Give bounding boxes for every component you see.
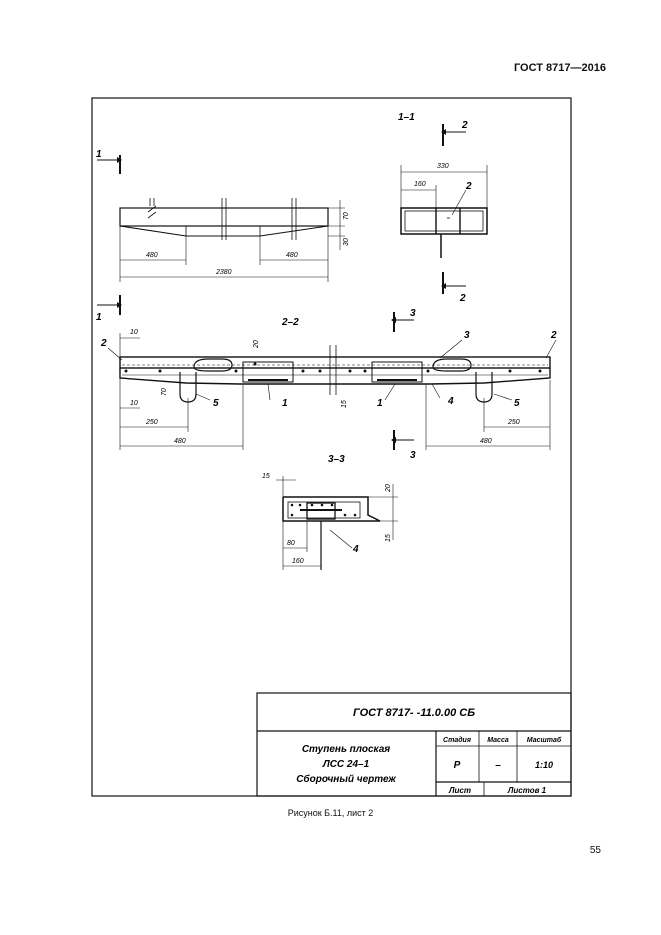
section-mark-3-bottom-label: 3 <box>410 450 416 461</box>
dim-20-main: 20 <box>253 340 260 349</box>
dim-10-bottom: 10 <box>130 400 138 407</box>
callout-5-left: 5 <box>213 398 219 409</box>
callout-4-section33: 4 <box>352 544 359 555</box>
main-section-view <box>107 333 557 450</box>
section-mark-1-top <box>97 155 122 174</box>
callout-1-left: 1 <box>282 398 288 409</box>
dim-330: 330 <box>437 163 449 170</box>
section-mark-2-top-label: 2 <box>461 120 468 131</box>
dim-250-left: 250 <box>145 419 158 426</box>
section-mark-2-top <box>441 124 466 146</box>
figure-caption: Рисунок Б.11, лист 2 <box>287 808 374 818</box>
section-mark-3-bottom <box>391 430 414 450</box>
dim-10-top: 10 <box>130 329 138 336</box>
section-mark-3-top-label: 3 <box>410 308 416 319</box>
section-1-1-view <box>400 165 488 258</box>
dim-250-right: 250 <box>507 419 520 426</box>
callout-1-right: 1 <box>377 398 383 409</box>
dim-480-right-main: 480 <box>480 438 492 445</box>
dim-480-left: 480 <box>146 252 158 259</box>
page-number: 55 <box>589 845 601 856</box>
sheets-label: Листов 1 <box>507 786 547 795</box>
section-mark-1-top-label: 1 <box>96 149 102 160</box>
section-3-3-title: 3–3 <box>328 454 345 465</box>
callout-3: 3 <box>464 330 470 341</box>
section-mark-3-top <box>391 312 414 332</box>
dim-80: 80 <box>287 540 295 547</box>
side-elevation-view <box>119 198 345 282</box>
dim-2380: 2380 <box>215 269 232 276</box>
callout-4-main: 4 <box>447 396 454 407</box>
callout-2-left: 2 <box>100 338 107 349</box>
section-3-3-view <box>276 476 398 570</box>
title-block <box>256 692 572 797</box>
drawing-name-line3: Сборочный чертеж <box>296 773 396 785</box>
callout-5-right: 5 <box>514 398 520 409</box>
stage-value: Р <box>454 760 461 771</box>
dim-20-section33: 20 <box>385 484 392 493</box>
section-mark-1-bottom-label: 1 <box>96 312 102 323</box>
standard-header: ГОСТ 8717—2016 <box>513 62 606 74</box>
col-scale-header: Масштаб <box>527 736 562 744</box>
dim-15-right-section33: 15 <box>385 534 392 542</box>
sheet-label: Лист <box>448 786 471 795</box>
drawing-frame <box>91 97 572 797</box>
drawing-name-line2: ЛСС 24–1 <box>322 759 370 770</box>
section-mark-2-bottom-label: 2 <box>459 293 466 304</box>
dim-70: 70 <box>343 212 350 220</box>
dim-70-main: 70 <box>161 388 168 396</box>
callout-2-right: 2 <box>550 330 557 341</box>
dim-15-section33: 15 <box>262 473 270 480</box>
dim-30: 30 <box>343 238 350 246</box>
section-mark-2-bottom <box>441 272 466 294</box>
dim-160: 160 <box>414 181 426 188</box>
dim-160-section33: 160 <box>292 558 304 565</box>
drawing-designation: ГОСТ 8717- -11.0.00 СБ <box>353 707 475 719</box>
section-2-2-title: 2–2 <box>281 317 299 328</box>
mass-value: – <box>495 760 501 771</box>
section-mark-1-bottom <box>97 295 122 315</box>
dim-15-main: 15 <box>341 400 348 408</box>
col-stage-header: Стадия <box>443 736 471 744</box>
callout-2-section11: 2 <box>465 181 472 192</box>
section-1-1-title: 1–1 <box>398 112 415 123</box>
drawing-name-line1: Ступень плоская <box>302 744 390 755</box>
dim-480-right: 480 <box>286 252 298 259</box>
scale-value: 1:10 <box>535 760 553 770</box>
col-mass-header: Масса <box>487 737 509 744</box>
dim-480-left-main: 480 <box>174 438 186 445</box>
